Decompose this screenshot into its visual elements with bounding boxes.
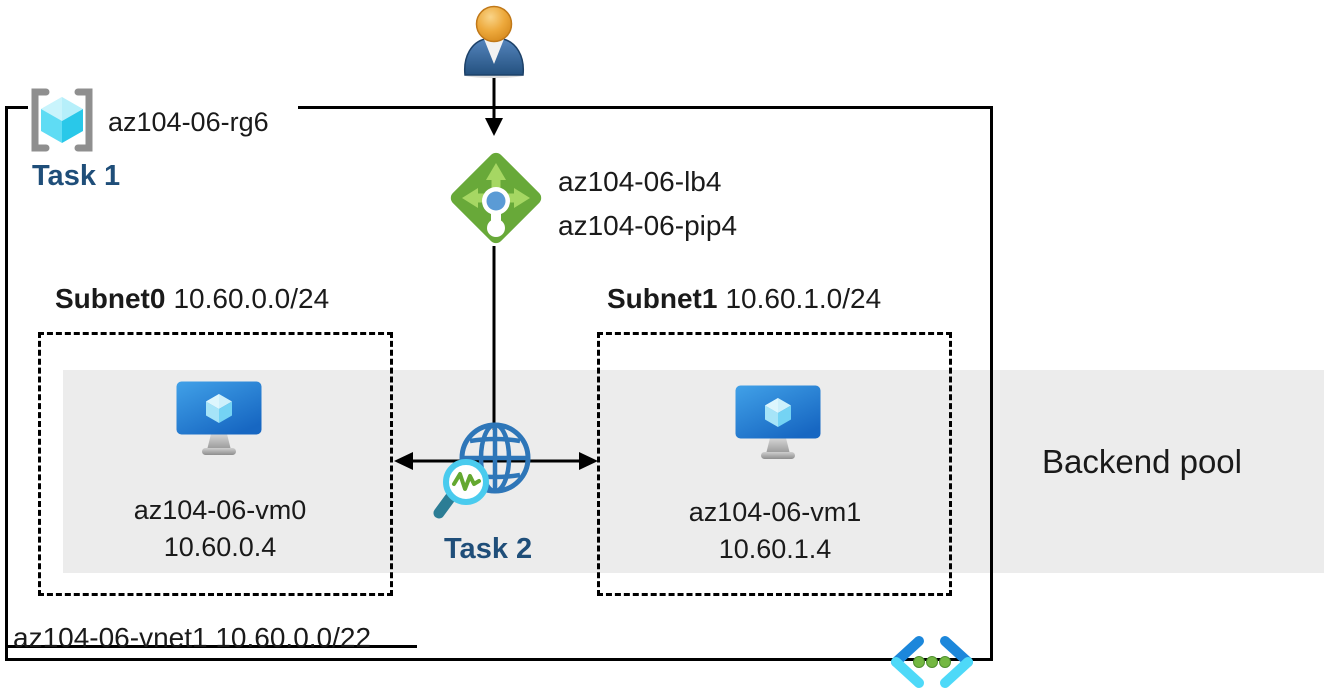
public-ip-name: az104-06-pip4	[558, 210, 738, 241]
load-balancer-labels: az104-06-lb4 az104-06-pip4	[558, 160, 737, 248]
subnet0-cidr: 10.60.0.0/24	[173, 283, 330, 314]
load-balancer-name: az104-06-lb4	[558, 166, 722, 197]
load-balancer-icon	[446, 150, 546, 252]
vnet-label: az104-06-vnet1 10.60.0.0/22	[13, 622, 371, 654]
vnet-cidr: 10.60.0.0/22	[215, 622, 372, 653]
subnet0-box	[38, 332, 393, 596]
globe-magnifier-icon	[432, 414, 534, 526]
resource-group-border-top-a	[5, 106, 28, 109]
resource-group-icon	[24, 86, 100, 154]
vm1-ip: 10.60.1.4	[718, 534, 832, 564]
vnet-name: az104-06-vnet1	[13, 622, 208, 653]
task2-label: Task 2	[444, 533, 533, 565]
virtual-network-icon	[888, 633, 976, 691]
vm0-icon	[175, 380, 263, 458]
vm0-ip: 10.60.0.4	[163, 532, 277, 562]
resource-group-border-bottom	[5, 658, 993, 661]
vm1-label: az104-06-vm1 10.60.1.4	[640, 494, 910, 568]
subnet1-name: Subnet1	[607, 283, 718, 314]
vm1-icon	[734, 384, 822, 462]
backend-pool-label: Backend pool	[1042, 443, 1242, 480]
resource-group-border-top-b	[298, 106, 993, 109]
resource-group-border-right	[990, 106, 993, 661]
subnet1-box	[597, 332, 952, 596]
vm0-label: az104-06-vm0 10.60.0.4	[85, 492, 355, 566]
vm1-name: az104-06-vm1	[688, 497, 862, 527]
resource-group-label: az104-06-rg6	[108, 107, 269, 137]
subnet0-name: Subnet0	[55, 283, 166, 314]
vm0-name: az104-06-vm0	[133, 495, 307, 525]
vnet-underline	[5, 645, 417, 648]
resource-group-border-left	[5, 106, 8, 661]
subnet1-cidr: 10.60.1.0/24	[725, 283, 882, 314]
backend-pool-band	[63, 370, 1324, 573]
user-icon	[460, 4, 528, 78]
task1-label: Task 1	[32, 160, 121, 192]
